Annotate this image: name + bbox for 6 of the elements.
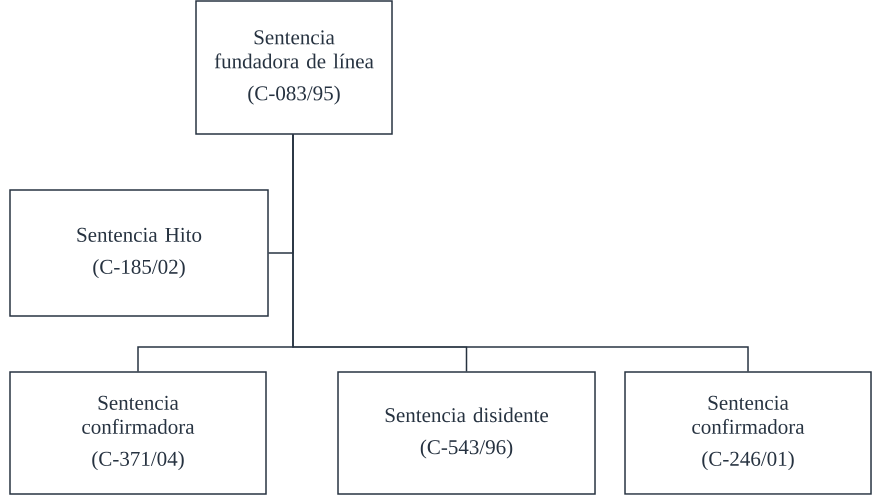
connector-line — [292, 134, 749, 372]
text-box: Sentencia Hito (C-185/02) — [9, 189, 269, 317]
text-box: Sentencia confirmadora (C-371/04) — [9, 371, 267, 495]
text-box: Sentencia confirmadora (C-246/01) — [624, 371, 872, 495]
text-box: Sentencia fundadora de línea (C-083/95) — [195, 0, 393, 135]
text-box: Sentencia disidente (C-543/96) — [337, 371, 596, 495]
